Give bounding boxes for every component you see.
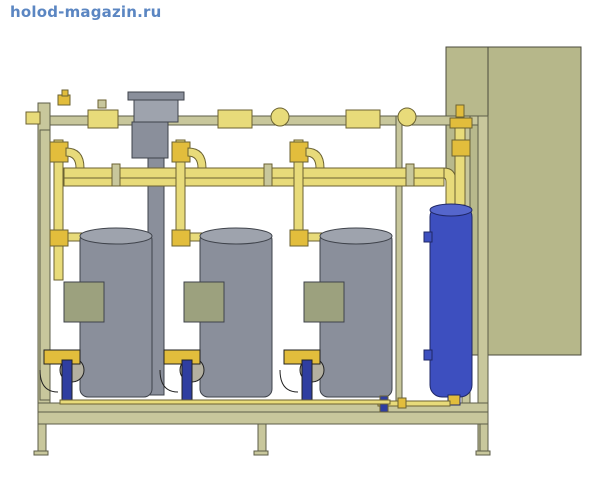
oil-equalization-line [59, 399, 391, 405]
site-watermark: holod-magazin.ru [10, 3, 162, 21]
compressor-1-piping [49, 139, 85, 281]
compressor-1-fittings [39, 349, 85, 405]
compressor-2 [183, 227, 273, 398]
compressor-3-fittings [279, 349, 325, 405]
compressor-1 [63, 227, 153, 398]
receiver-inlet-pipe [449, 104, 473, 206]
discharge-manifold [63, 163, 457, 206]
compressor-2-fittings [159, 349, 205, 405]
compressor-3-piping [289, 139, 325, 247]
liquid-receiver [423, 203, 473, 406]
compressor-2-piping [171, 139, 207, 247]
rack-frame [33, 102, 491, 456]
compressor-3 [303, 227, 393, 398]
